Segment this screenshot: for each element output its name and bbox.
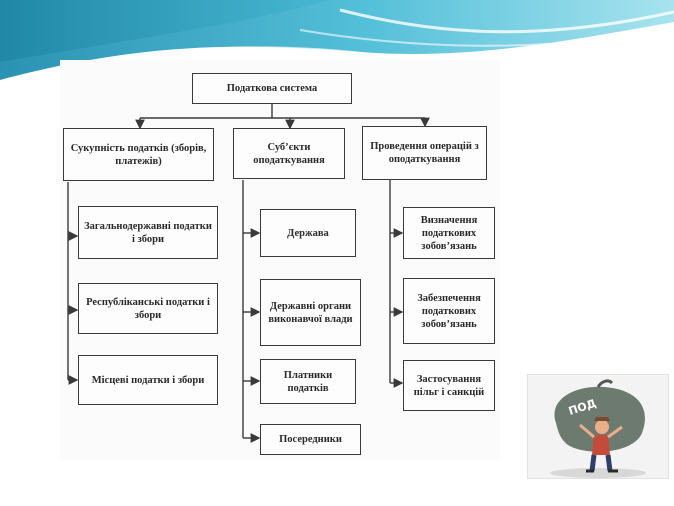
- subjects-item-taxpayers: Платники податків: [260, 359, 356, 404]
- operations-item-sanctions: Застосування пільг і санкцій: [403, 360, 495, 411]
- subjects-item-state: Держава: [260, 209, 356, 257]
- man-with-tax-bag-icon: ПОД: [550, 379, 646, 478]
- taxes-item-local: Місцеві податки і збори: [78, 355, 218, 405]
- subjects-item-intermediaries: Посередники: [260, 424, 361, 455]
- branch-subjects-node: Суб’єкти оподаткування: [233, 128, 345, 179]
- root-node: Податкова система: [192, 73, 352, 104]
- taxes-item-republican: Республіканські податки і збори: [78, 283, 218, 334]
- operations-item-provision: Забезпечення податкових зобов’язань: [403, 278, 495, 344]
- branch-operations-node: Проведення операцій з оподаткування: [362, 126, 487, 180]
- tax-burden-illustration: ПОД: [527, 374, 669, 479]
- subjects-item-executive-bodies: Державні органи виконавчої влади: [260, 279, 361, 346]
- header-wave-banner: [0, 0, 674, 83]
- taxes-item-national: Загальнодержавні податки і збори: [78, 206, 218, 259]
- operations-item-determination: Визначення податкових зобов’язань: [403, 207, 495, 259]
- branch-taxes-node: Сукупність податків (зборів, платежів): [63, 128, 214, 181]
